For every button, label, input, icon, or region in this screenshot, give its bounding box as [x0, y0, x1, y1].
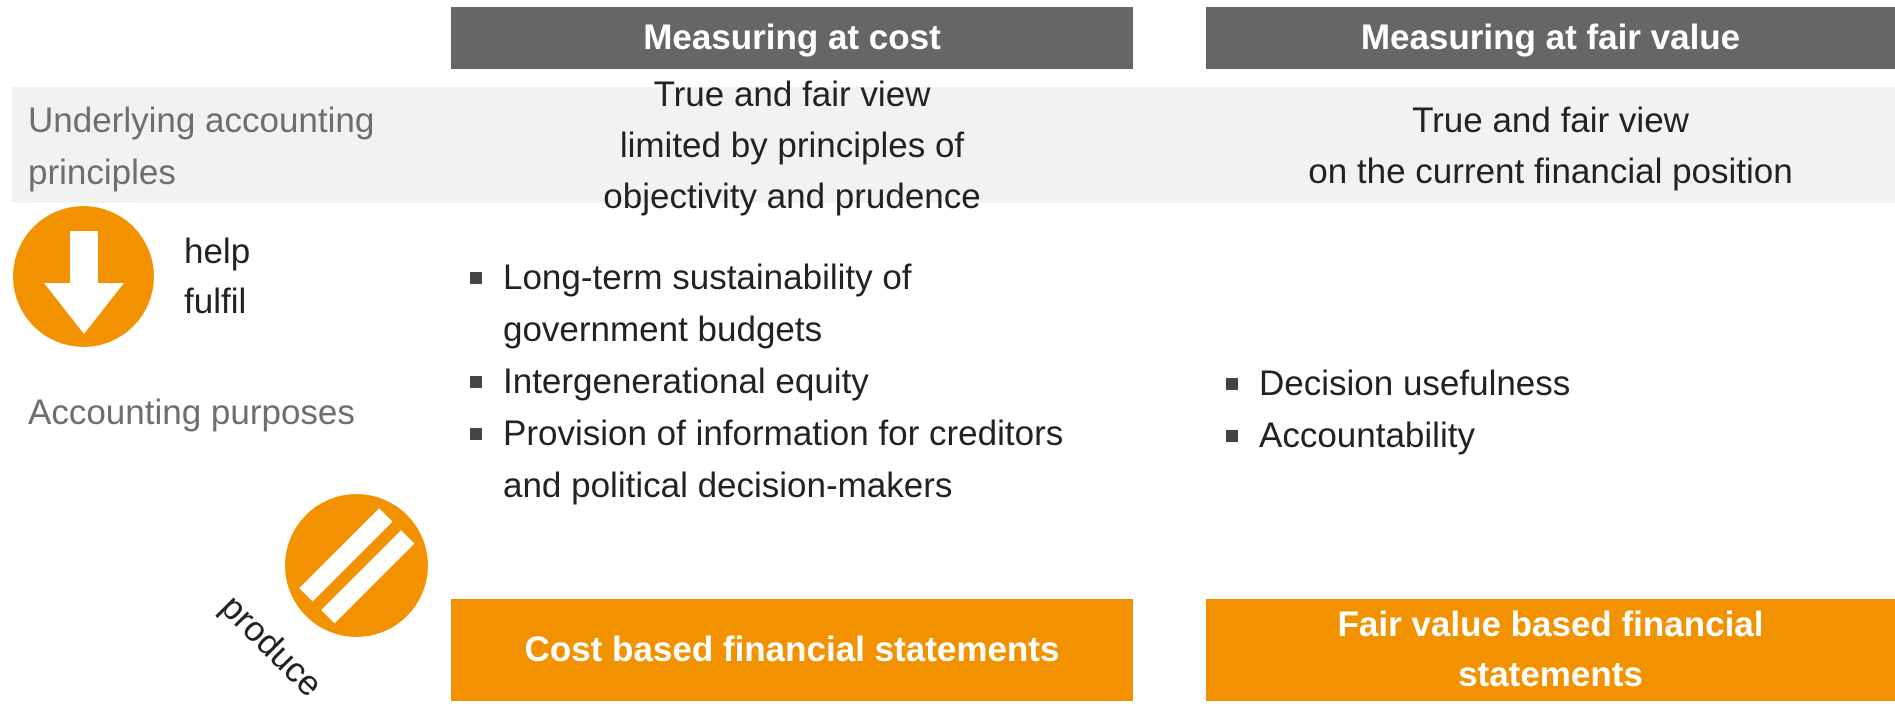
arrow-down-glyph — [44, 231, 124, 334]
bullet-icon — [1226, 430, 1238, 442]
list-item: Intergenerational equity — [450, 356, 1090, 408]
connector-help: help — [184, 232, 251, 271]
bullet-icon — [1226, 378, 1238, 390]
principles-band — [12, 87, 1895, 203]
equals-glyph — [299, 508, 415, 624]
list-item: Decision usefulness — [1206, 358, 1826, 410]
equals-icon — [285, 494, 428, 637]
list-item: Long-term sustainability of government b… — [450, 252, 1090, 356]
bullet-icon — [470, 272, 482, 284]
principle-fair-value: True and fair view on the current financ… — [1308, 101, 1793, 191]
bullet-icon — [470, 376, 482, 388]
header-measuring-at-cost: Measuring at cost — [451, 7, 1133, 69]
row-label-principles: Underlying accounting principles — [28, 101, 375, 192]
list-item: Accountability — [1206, 410, 1826, 462]
list-item: Provision of information for creditors a… — [450, 408, 1090, 512]
bullet-icon — [470, 428, 482, 440]
principle-cost: True and fair view limited by principles… — [603, 75, 981, 216]
row-label-purposes: Accounting purposes — [28, 393, 355, 432]
header-measuring-at-fair-value: Measuring at fair value — [1206, 7, 1895, 69]
arrow-down-icon — [13, 206, 154, 347]
statement-fair-value: Fair value based financial statements — [1206, 599, 1895, 701]
purposes-list-fair-value: Decision usefulness Accountability — [1206, 358, 1826, 462]
statement-cost: Cost based financial statements — [451, 599, 1133, 701]
connector-fulfil: fulfil — [184, 282, 247, 321]
purposes-list-cost: Long-term sustainability of government b… — [450, 252, 1090, 512]
